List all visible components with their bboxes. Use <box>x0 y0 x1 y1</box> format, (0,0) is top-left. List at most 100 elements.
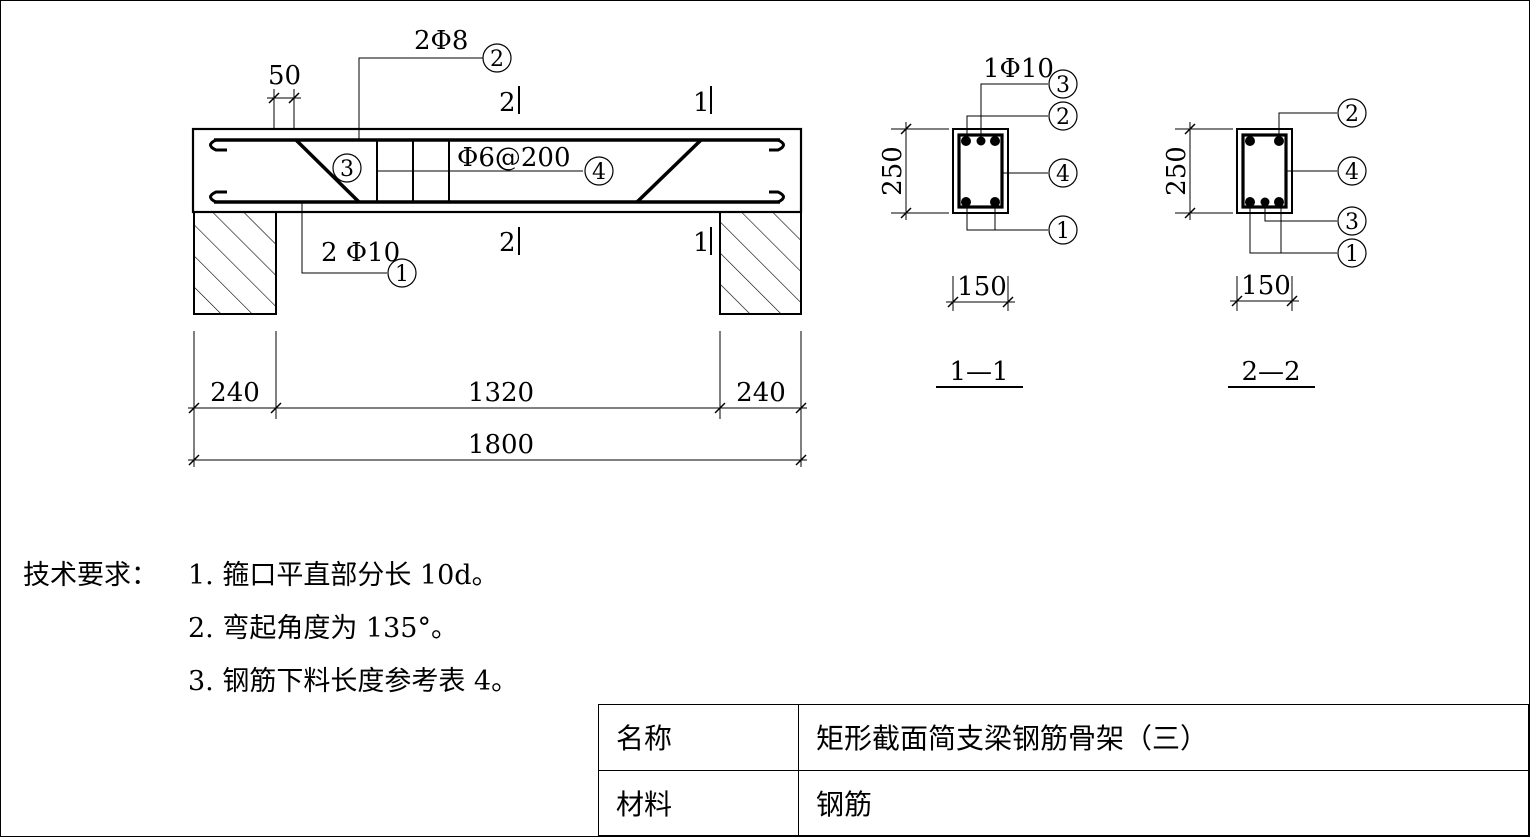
beam-outline <box>191 127 803 214</box>
technical-requirements: 技术要求： 1. 箍口平直部分长 10d。 2. 弯起角度为 135°。 3. 钢… <box>23 549 518 708</box>
callout-number: 4 <box>1345 160 1359 185</box>
hook-bottom-right <box>769 190 785 204</box>
callout-number: 3 <box>1056 73 1070 98</box>
name-label: 名称 <box>598 704 799 771</box>
hook-top-left <box>209 138 227 152</box>
callout-circle <box>1048 215 1078 245</box>
cut-label-2-bottom: 2 <box>499 228 516 258</box>
rebar-dot <box>990 197 1000 207</box>
callout-number: 1 <box>395 262 409 287</box>
leader <box>1264 206 1337 222</box>
cut-label-1-top: 1 <box>693 88 710 118</box>
title-block: 名称 矩形截面简支梁钢筋骨架（三） 材料 钢筋 <box>598 704 1529 836</box>
hook-bottom-left <box>209 190 227 204</box>
section-1-1-text: 1Φ10 3 2 4 1 250 150 1—1 <box>878 54 1070 387</box>
cut-label-2-top: 2 <box>499 88 516 118</box>
rebar-dot <box>1260 197 1270 207</box>
callout-circle <box>1337 98 1367 128</box>
tick <box>795 454 807 466</box>
height-dim: 250 <box>1162 146 1192 196</box>
section-title: 1—1 <box>949 357 1008 387</box>
tick <box>268 92 280 104</box>
hook-top-right <box>769 138 785 152</box>
callout-circle <box>1337 238 1367 268</box>
dim-total: 1800 <box>468 430 534 460</box>
tick <box>714 402 726 414</box>
callout-circle <box>1337 206 1367 236</box>
bottom-bar-label: 2 Φ10 <box>321 238 400 268</box>
tick <box>900 207 912 219</box>
callout-number: 4 <box>592 160 606 185</box>
right-support <box>719 211 802 315</box>
callout-number: 2 <box>490 47 504 72</box>
notes-heading: 技术要求： <box>23 560 158 591</box>
callout-circle <box>1337 156 1367 186</box>
callout-number: 1 <box>1345 242 1359 267</box>
bent-bar-right <box>635 138 703 204</box>
note-row: 3. 钢筋下料长度参考表 4。 <box>23 655 518 708</box>
rebar-dot <box>990 136 1000 146</box>
note-item: 3. 钢筋下料长度参考表 4。 <box>188 666 519 697</box>
callout-number: 1 <box>1056 219 1070 244</box>
tick <box>900 123 912 135</box>
bent-bar-left <box>294 138 361 204</box>
callout-circle <box>1048 101 1078 131</box>
leader <box>1249 206 1337 254</box>
dim-span: 1320 <box>468 378 534 408</box>
stirrup-label: Φ6@200 <box>457 143 570 173</box>
name-value: 矩形截面简支梁钢筋骨架（三） <box>798 704 1529 771</box>
leader <box>1278 112 1337 137</box>
hook-dim-label: 50 <box>268 61 301 91</box>
callout-number: 2 <box>1345 102 1359 127</box>
material-label: 材料 <box>598 769 799 836</box>
top-bar-leader <box>358 57 483 140</box>
width-dim: 150 <box>1241 271 1291 301</box>
section-1-1 <box>891 69 1078 388</box>
rebar-dot <box>1245 136 1255 146</box>
title-row-material: 材料 钢筋 <box>598 769 1529 836</box>
tick <box>188 402 200 414</box>
note-row: 技术要求： 1. 箍口平直部分长 10d。 <box>23 549 518 602</box>
dim-left-support: 240 <box>210 378 260 408</box>
rebar-dot <box>1274 136 1284 146</box>
bar3-label: 1Φ10 <box>983 54 1054 84</box>
dim-right-support: 240 <box>736 378 786 408</box>
section-2-2-text: 2 4 3 1 250 150 2—2 <box>1162 102 1359 387</box>
callout-circle-2 <box>482 43 512 73</box>
tick <box>188 454 200 466</box>
section-2-2 <box>1175 98 1367 388</box>
rebar-dot <box>1274 197 1284 207</box>
callout-number: 3 <box>340 157 354 182</box>
beam-elevation <box>188 43 807 467</box>
title-row-name: 名称 矩形截面简支梁钢筋骨架（三） <box>598 704 1529 771</box>
rebar-dot <box>976 136 986 146</box>
rebar-dot <box>1245 197 1255 207</box>
rebar-dot <box>961 136 971 146</box>
top-bar-label: 2Φ8 <box>414 26 468 56</box>
callout-circle-3 <box>332 153 362 183</box>
note-item: 1. 箍口平直部分长 10d。 <box>188 560 499 591</box>
callout-circle-4 <box>584 156 614 186</box>
tick <box>795 402 807 414</box>
note-row: 2. 弯起角度为 135°。 <box>23 602 518 655</box>
tick <box>1231 295 1243 307</box>
tick <box>947 296 959 308</box>
left-support <box>193 211 277 315</box>
callout-circle <box>1048 158 1078 188</box>
tick <box>1002 296 1014 308</box>
callout-circle-1 <box>387 258 417 288</box>
tick <box>288 92 300 104</box>
height-dim: 250 <box>878 146 908 196</box>
tick <box>270 402 282 414</box>
tick <box>1184 123 1196 135</box>
leader <box>966 115 1048 137</box>
section-title: 2—2 <box>1241 357 1300 387</box>
elevation-text: 2Φ8 2 50 2 1 3 Φ6@200 4 2 1 2 Φ10 1 240 … <box>210 26 786 460</box>
cut-label-1-bottom: 1 <box>693 228 710 258</box>
tick <box>1184 207 1196 219</box>
bottom-bar-leader <box>301 202 387 274</box>
note-item: 2. 弯起角度为 135°。 <box>188 613 458 644</box>
tick <box>1286 295 1298 307</box>
